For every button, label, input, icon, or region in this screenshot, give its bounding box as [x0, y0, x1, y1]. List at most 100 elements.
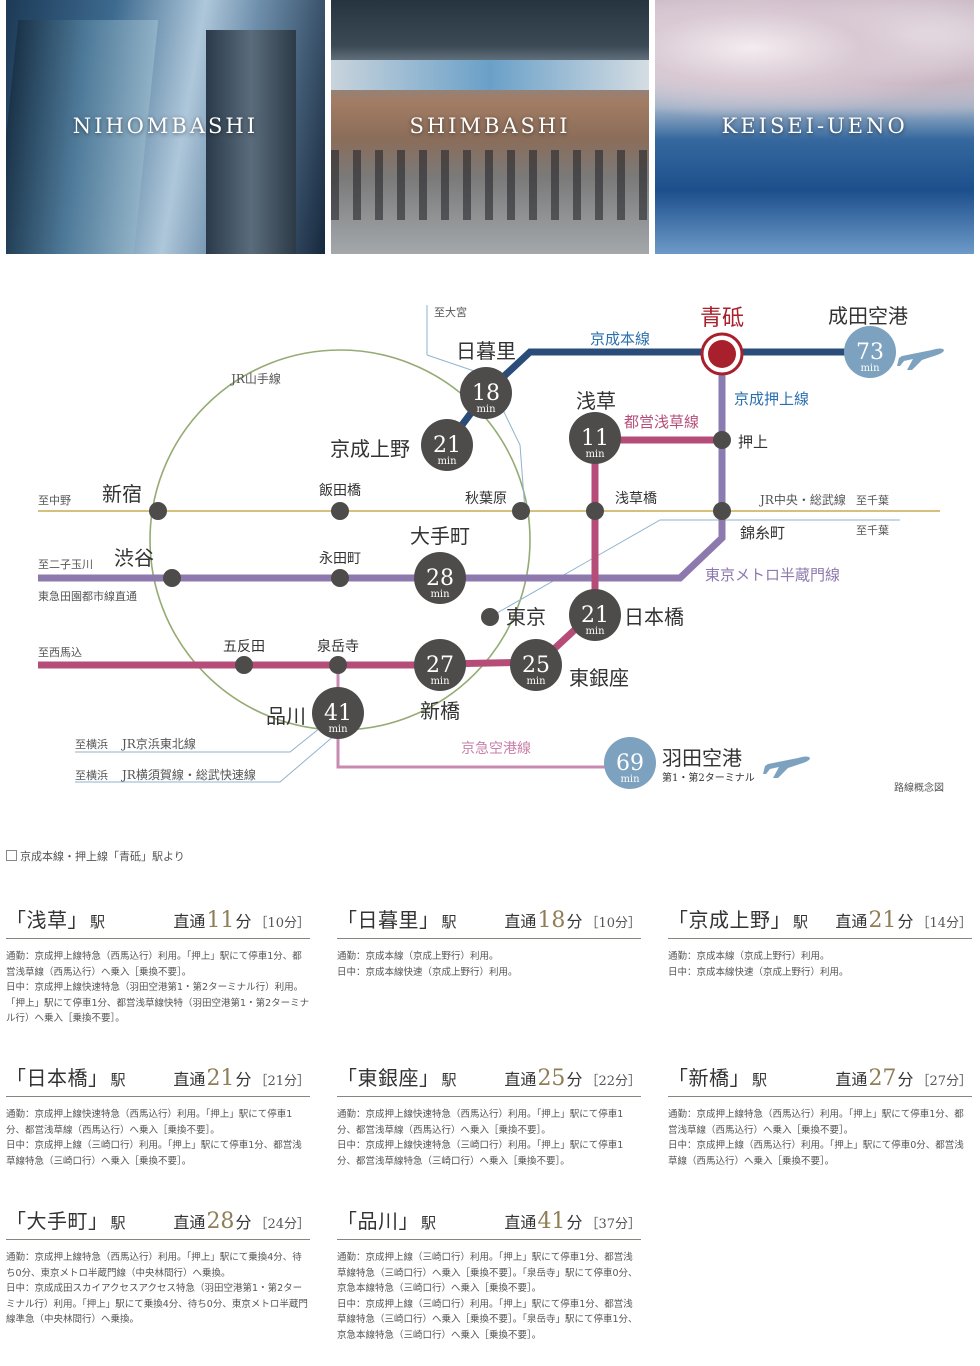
card-otemachi: 「大手町」駅 直通28分［24分］ 通勤：京成押上線特急（西馬込行）利用。「押上… — [6, 1205, 310, 1328]
time-minutes: 21 — [206, 1066, 235, 1091]
label-iidabashi: 飯田橋 — [319, 482, 361, 499]
dir-nishimagome: 至西馬込 — [38, 646, 82, 659]
time-narita: 73 — [856, 340, 884, 365]
time-pre: 直通 — [504, 1213, 537, 1232]
card-nippori: 「日暮里」駅 直通18分［10分］ 通勤：京成本線（京成上野行）利用。日中：京成… — [337, 904, 641, 980]
station-suffix: 駅 — [90, 913, 106, 931]
station-dot-akihabara — [512, 502, 530, 520]
time-circle-keisei-ueno — [421, 419, 473, 471]
dir-omiya: 至大宮 — [434, 305, 467, 319]
station-suffix: 駅 — [793, 913, 809, 931]
card-station: 「大手町」駅 — [6, 1205, 126, 1234]
time-unit: min — [430, 589, 450, 600]
station-suffix: 駅 — [110, 1214, 127, 1232]
line-label-keikyu: 京急空港線 — [461, 741, 531, 757]
time-minutes: 41 — [537, 1209, 566, 1234]
time-unit: 分 — [235, 1070, 252, 1089]
card-shimbashi: 「新橋」駅 直通27分［27分］ 通勤：京成押上線特急（西馬込行）利用。「押上」… — [668, 1062, 972, 1169]
time-pre: 直通 — [835, 1070, 868, 1089]
station-dot-kinshicho — [713, 502, 731, 520]
station-name: 「東銀座」 — [337, 1066, 440, 1090]
map-note: 路線概念図 — [894, 781, 944, 794]
line-label-hanzomon: 東京メトロ半蔵門線 — [705, 566, 840, 584]
time-minutes: 28 — [206, 1209, 235, 1234]
label-narita: 成田空港 — [828, 304, 908, 328]
time-minutes: 27 — [868, 1066, 897, 1091]
station-dot-iidabashi — [331, 502, 349, 520]
label-keisei-ueno: 京成上野 — [330, 437, 410, 461]
dir-futakotamagawa: 至二子玉川 — [38, 558, 93, 571]
station-name: 「新橋」 — [668, 1066, 750, 1090]
lead-label: 京成本線・押上線「青砥」駅より — [20, 850, 185, 863]
time-circle-shimbashi — [414, 639, 466, 691]
time-unit: 分 — [566, 912, 583, 931]
time-asakusa: 11 — [581, 426, 609, 451]
time-circle-haneda — [604, 737, 656, 789]
card-head: 「日暮里」駅 直通18分［10分］ — [337, 904, 641, 939]
label-haneda-sub: 第1・第2ターミナル — [662, 771, 755, 784]
time-pre: 直通 — [173, 1070, 206, 1089]
label-nagatacho: 永田町 — [319, 551, 361, 567]
airplane-icon — [763, 756, 810, 778]
airplane-icon — [897, 348, 944, 370]
note-commute: 通勤：京成押上線快速特急（西馬込行）利用。「押上」駅にて停車1分、都営浅草線（西… — [6, 1109, 293, 1136]
label-shibuya: 渋谷 — [114, 546, 154, 570]
time-sub: ［37分］ — [585, 1217, 641, 1232]
note-daytime: 日中：京成押上線（西馬込行）利用。「押上」駅にて停車0分、都営浅草線（西馬込行）… — [668, 1140, 964, 1167]
line-label-yamanote: JR山手線 — [229, 371, 281, 386]
station-name: 「浅草」 — [6, 908, 88, 932]
card-time: 直通25分［22分］ — [504, 1066, 641, 1091]
dir-chiba-1: 至千葉 — [856, 493, 889, 507]
time-minutes: 11 — [206, 908, 235, 933]
label-otemachi: 大手町 — [410, 524, 470, 548]
sobu-line — [489, 519, 900, 618]
cherry-blossom-shape — [655, 0, 975, 120]
time-unit: 分 — [897, 912, 914, 931]
photo-label: KEISEI-UENO — [721, 114, 908, 138]
hanzomon-line — [38, 511, 726, 582]
station-dots — [149, 431, 731, 674]
label-shimbashi: 新橋 — [420, 699, 460, 723]
label-gotanda: 五反田 — [223, 639, 265, 655]
card-head: 「浅草」駅 直通11分［10分］ — [6, 904, 310, 939]
time-shinagawa: 41 — [324, 701, 352, 726]
checkbox-square-icon — [6, 850, 17, 861]
time-keisei-ueno: 21 — [433, 433, 461, 458]
label-tokyo: 東京 — [506, 605, 546, 629]
line-label-yokosuka: JR横須賀線・総武快速線 — [120, 767, 256, 782]
card-station: 「新橋」駅 — [668, 1062, 768, 1091]
time-sub: ［14分］ — [916, 916, 972, 931]
label-oshiage: 押上 — [738, 433, 768, 451]
time-unit: min — [328, 724, 348, 735]
train-shape — [330, 60, 650, 90]
station-suffix: 駅 — [441, 913, 458, 931]
line-label-denentoshi: 東急田園都市線直通 — [38, 589, 137, 603]
photo-keisei-ueno: KEISEI-UENO — [655, 0, 975, 254]
line-label-keisei-oshiage: 京成押上線 — [734, 390, 809, 408]
time-circle-otemachi — [414, 552, 466, 604]
time-minutes: 18 — [537, 908, 566, 933]
time-unit: 分 — [235, 1213, 252, 1232]
time-unit: 分 — [897, 1070, 914, 1089]
time-circle-narita — [844, 326, 896, 378]
card-head: 「日本橋」駅 直通21分［21分］ — [6, 1062, 310, 1097]
time-unit: min — [620, 774, 640, 785]
label-origin: 青砥 — [700, 306, 744, 331]
label-nippori: 日暮里 — [456, 339, 516, 363]
station-suffix: 駅 — [421, 1214, 437, 1232]
label-shinjuku: 新宿 — [102, 482, 142, 506]
station-name: 「日本橋」 — [6, 1066, 109, 1090]
card-nihonbashi: 「日本橋」駅 直通21分［21分］ 通勤：京成押上線快速特急（西馬込行）利用。「… — [6, 1062, 310, 1169]
time-unit: 分 — [235, 912, 252, 931]
time-sub: ［27分］ — [916, 1074, 972, 1089]
yokosuka-line — [75, 734, 336, 783]
time-unit: 分 — [566, 1070, 583, 1089]
card-station: 「東銀座」駅 — [337, 1062, 457, 1091]
time-pre: 直通 — [173, 912, 206, 931]
crowd-shape — [330, 150, 650, 220]
card-station: 「品川」駅 — [337, 1205, 437, 1234]
note-daytime: 日中：京成本線快速（京成上野行）利用。 — [668, 966, 849, 978]
keihin-line — [75, 719, 331, 753]
label-asakusa: 浅草 — [576, 389, 616, 413]
card-higashiginza: 「東銀座」駅 直通25分［22分］ 通勤：京成押上線快速特急（西馬込行）利用。「… — [337, 1062, 641, 1169]
